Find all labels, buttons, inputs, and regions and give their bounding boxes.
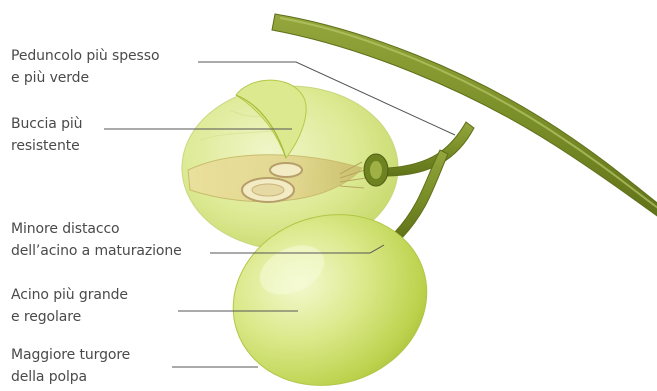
label-turgor-line2: della polpa: [11, 366, 130, 388]
label-berry-line1: Acino più grande: [11, 284, 128, 306]
label-detachment: Minore distacco dell’acino a maturazione: [11, 218, 182, 262]
label-turgor: Maggiore turgore della polpa: [11, 344, 130, 388]
label-skin-line2: resistente: [11, 135, 82, 157]
label-skin-line1: Buccia più: [11, 113, 82, 135]
label-berry: Acino più grande e regolare: [11, 284, 128, 328]
label-peduncle-line1: Peduncolo più spesso: [11, 45, 159, 67]
label-peduncle: Peduncolo più spesso e più verde: [11, 45, 159, 89]
label-skin: Buccia più resistente: [11, 113, 82, 157]
label-peduncle-line2: e più verde: [11, 67, 159, 89]
label-berry-line2: e regolare: [11, 306, 128, 328]
label-detachment-line2: dell’acino a maturazione: [11, 240, 182, 262]
label-turgor-line1: Maggiore turgore: [11, 344, 130, 366]
label-detachment-line1: Minore distacco: [11, 218, 182, 240]
